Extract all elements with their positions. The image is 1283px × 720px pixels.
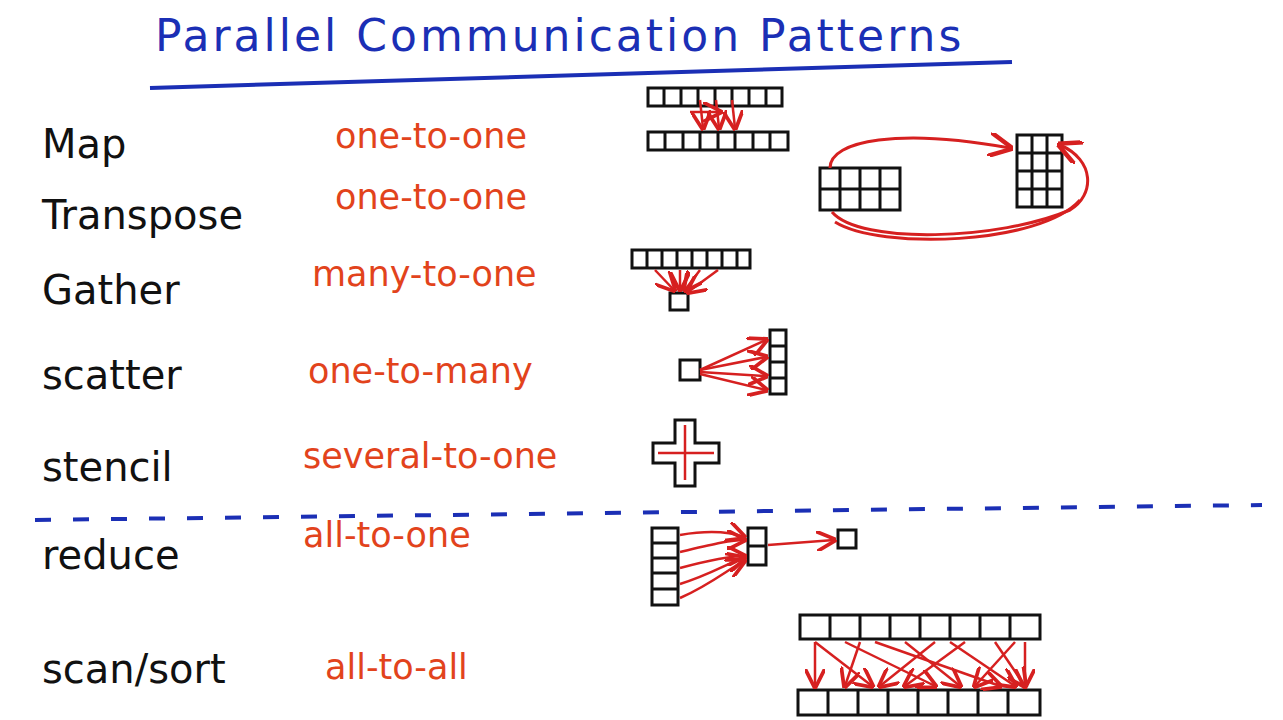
pattern-name: Transpose [42,193,243,237]
pattern-kind: all-to-all [325,648,468,687]
scatter-figure [680,330,786,394]
pattern-kind: several-to-one [303,437,557,476]
pattern-name: reduce [42,533,180,577]
pattern-kind: one-to-one [335,178,527,217]
stencil-figure [653,420,719,486]
separator-dashes [35,505,1262,520]
transpose-arrows [830,138,1088,239]
reduce-arrows [680,532,834,598]
gather-arrows [655,270,718,292]
pattern-name: Gather [42,268,180,312]
pattern-name: Map [42,122,126,166]
pattern-name: scan/sort [42,647,226,691]
stencil-arrows [658,425,714,480]
scan-arrows [815,642,1025,686]
slide-title: Parallel Communication Patterns [155,12,964,60]
pattern-name: scatter [42,353,182,397]
title-underline [150,62,1012,88]
scatter-arrows [700,340,766,390]
transpose-figure [820,135,1062,210]
pattern-name: stencil [42,445,173,489]
map-arrows [690,100,735,128]
pattern-kind: many-to-one [312,255,537,294]
pattern-kind: all-to-one [303,516,471,555]
pattern-kind: one-to-many [308,352,533,391]
pattern-kind: one-to-one [335,117,527,156]
map-figure [648,88,788,150]
gather-figure [632,250,750,310]
reduce-figure [652,528,856,605]
scan-figure [798,615,1040,715]
